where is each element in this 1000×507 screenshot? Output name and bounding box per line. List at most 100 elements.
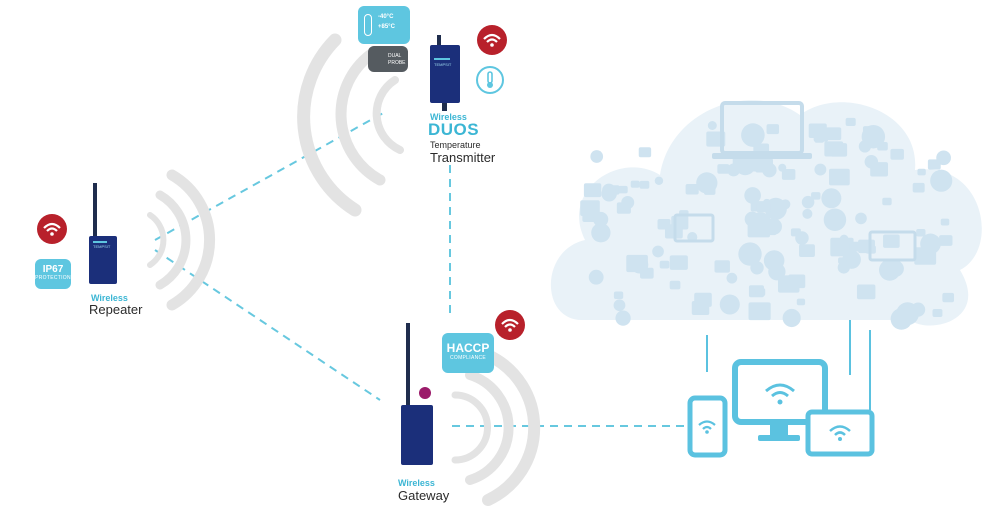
cloud-app-icon xyxy=(616,202,631,214)
cloud-app-icon xyxy=(669,255,688,270)
repeater-label-small: Wireless xyxy=(91,293,128,303)
cloud-app-icon xyxy=(788,274,806,289)
cloud-app-icon xyxy=(755,288,766,297)
cloud-app-icon xyxy=(838,257,847,264)
cloud-app-icon xyxy=(799,244,815,257)
repeater-device xyxy=(89,183,117,284)
gateway-label: Gateway xyxy=(398,488,450,503)
tablet-icon xyxy=(805,409,875,457)
cloud-app-icon xyxy=(842,250,861,269)
cloud-app-icon xyxy=(591,223,611,243)
probe-line2: PROBE xyxy=(388,60,406,66)
cloud-app-icon xyxy=(916,229,926,237)
cloud-app-icon xyxy=(685,183,699,195)
wifi-icon xyxy=(495,310,525,340)
cloud-app-icon xyxy=(855,212,867,225)
cloud-app-icon xyxy=(808,123,827,139)
cloud-app-icon xyxy=(930,169,953,192)
cloud-app-icon xyxy=(811,192,821,200)
cloud-app-icon xyxy=(879,259,901,281)
gateway-device xyxy=(401,323,433,465)
cloud-app-icon xyxy=(652,245,664,258)
transmitter-label-small: Wireless xyxy=(430,112,467,122)
cloud-app-icon xyxy=(613,299,626,312)
transmitter-brand: TEMPSIT xyxy=(434,62,452,67)
cloud-app-icon xyxy=(741,123,765,147)
cloud-app-icon xyxy=(839,234,849,244)
transmitter-label-duos: DUOS xyxy=(428,120,480,139)
cloud-app-icon xyxy=(630,180,640,188)
cloud-app-icon xyxy=(939,235,953,246)
cloud-app-icon xyxy=(824,141,844,157)
dual-probe-badge: DUAL PROBE xyxy=(368,46,408,72)
cloud-app-icon xyxy=(762,162,777,178)
cloud-app-icon xyxy=(927,159,941,170)
cloud-app-icon xyxy=(613,291,624,300)
cloud-app-icon xyxy=(883,234,900,248)
cloud-app-icon xyxy=(707,121,717,130)
cloud-app-icon xyxy=(782,308,801,328)
cloud-app-icon xyxy=(795,231,809,245)
cloud-app-icon xyxy=(738,242,762,266)
cloud-app-icon xyxy=(890,148,904,160)
cloud-app-icon xyxy=(768,263,786,281)
cloud-app-icon xyxy=(796,298,806,306)
cloud-app-icon xyxy=(911,302,926,317)
cloud-app-icon xyxy=(917,168,926,176)
cloud-app-icon xyxy=(749,212,772,235)
cloud-app-icon xyxy=(618,185,628,194)
temp-high: +85°C xyxy=(378,24,395,30)
cloud-app-icon xyxy=(825,127,842,141)
cloud-app-icon xyxy=(882,197,892,206)
cloud-app-icon xyxy=(590,150,604,163)
cloud-app-icon xyxy=(659,260,670,269)
cloud-app-icon xyxy=(821,188,842,209)
cloud-app-icon xyxy=(756,201,771,213)
monitor-icon xyxy=(732,359,828,441)
cloud-app-icon xyxy=(691,301,710,316)
cloud-app-icon xyxy=(781,169,796,180)
temp-low: -40°C xyxy=(378,14,394,20)
cloud-app-icon xyxy=(654,176,664,186)
cloud-app-icon xyxy=(580,200,600,216)
thermometer-icon xyxy=(476,66,504,94)
cloud-app-icon xyxy=(744,187,761,204)
cloud-app-icon xyxy=(778,163,787,172)
cloud-app-icon xyxy=(932,309,943,317)
ip67-badge-sub: PROTECTION xyxy=(35,275,71,281)
cloud-app-icon xyxy=(914,247,937,265)
cloud-app-icon xyxy=(714,260,730,273)
wifi-icon xyxy=(37,214,67,244)
cloud-app-icon xyxy=(823,208,847,232)
cloud-app-icon xyxy=(861,124,886,149)
cloud-app-icon xyxy=(845,117,856,126)
cloud-app-icon xyxy=(802,208,813,219)
cloud-app-icon xyxy=(719,294,740,315)
cloud-app-icon xyxy=(583,183,602,198)
cloud-app-icon xyxy=(669,280,681,290)
cloud-app-icon xyxy=(766,124,780,135)
cloud-app-icon xyxy=(849,241,862,252)
cloud-app-icon xyxy=(638,147,652,158)
haccp-badge: HACCP COMPLIANCE xyxy=(442,333,494,373)
transmitter-device xyxy=(430,35,460,111)
cloud-app-icon xyxy=(748,302,771,321)
cloud-app-icon xyxy=(630,256,649,274)
cloud-connectors xyxy=(706,320,871,410)
cloud-app-icon xyxy=(856,284,876,300)
cloud-app-icon xyxy=(940,218,950,226)
repeater-label: Repeater xyxy=(89,302,143,317)
cloud-app-icon xyxy=(864,154,879,169)
thermometer-icon xyxy=(364,14,372,36)
cloud-app-icon xyxy=(801,195,815,209)
phone-icon xyxy=(687,395,728,458)
wireless-links xyxy=(154,111,690,427)
transmitter-label-line2: Temperature xyxy=(430,140,481,150)
cloud-app-icon xyxy=(615,310,631,326)
cloud-app-icon xyxy=(727,163,741,177)
cloud-app-icon xyxy=(942,292,955,303)
haccp-badge-sub: COMPLIANCE xyxy=(449,355,487,361)
cloud-app-icon xyxy=(602,183,616,198)
cloud-app-icon xyxy=(717,164,730,174)
cloud-app-icon xyxy=(829,168,850,186)
